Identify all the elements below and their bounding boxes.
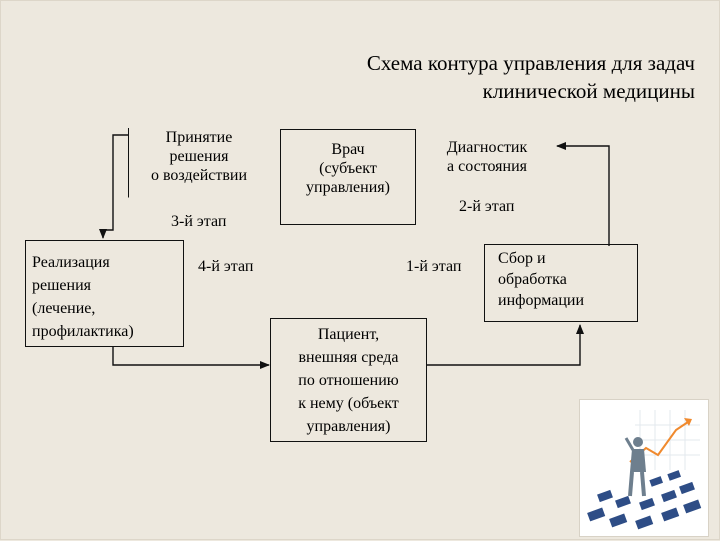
connector-collection-to-diagnostic	[556, 142, 610, 246]
doctor-line-1: Врач	[331, 141, 365, 158]
connector-patient-to-collection	[427, 324, 584, 366]
stage-3-label: 3-й этап	[171, 213, 227, 230]
stage-4-label: 4-й этап	[198, 258, 254, 275]
stage-1-label: 1-й этап	[406, 258, 462, 275]
connector-decision-to-implementation	[99, 134, 128, 239]
patient-line-2: внешняя среда	[298, 349, 399, 366]
implementation-line-4: профилактика)	[32, 323, 134, 340]
diagnostic-box: Диагностик а состояния	[426, 138, 548, 188]
patient-line-3: по отношению	[298, 372, 399, 389]
diagnostic-line-2: а состояния	[446, 158, 528, 175]
patient-box: Пациент, внешняя среда по отношению к не…	[270, 318, 427, 442]
title-line-1: Схема контура управления для задач	[366, 51, 695, 75]
doctor-line-2: (субъект	[319, 160, 377, 177]
collection-line-1: Сбор и	[498, 250, 546, 267]
decision-line-3: о воздействии	[150, 167, 248, 184]
collection-box: Сбор и обработка информации	[484, 244, 638, 322]
patient-line-1: Пациент,	[317, 326, 380, 343]
patient-line-5: управления)	[306, 418, 391, 435]
collection-line-2: обработка	[498, 271, 567, 288]
patient-line-4: к нему (объект	[298, 395, 399, 412]
implementation-line-1: Реализация	[32, 254, 110, 271]
diagnostic-line-1: Диагностик	[446, 139, 528, 156]
stage-2-label: 2-й этап	[459, 198, 515, 215]
implementation-box: Реализация решения (лечение, профилактик…	[25, 240, 184, 347]
doctor-line-3: управления)	[306, 179, 390, 196]
doctor-box: Врач (субъект управления)	[280, 129, 416, 225]
decision-line-2: решения	[169, 148, 229, 165]
implementation-line-2: решения	[32, 277, 92, 294]
implementation-line-3: (лечение,	[32, 300, 96, 317]
business-person-clipart-icon	[579, 399, 709, 537]
title-line-2: клинической медицины	[482, 79, 695, 103]
decision-line-1: Принятие	[165, 129, 233, 146]
decision-box: Принятие решения о воздействии	[128, 128, 270, 198]
connector-implementation-to-patient	[112, 346, 270, 369]
slide-title: Схема контура управления для задач клини…	[251, 49, 695, 105]
collection-line-3: информации	[498, 292, 585, 309]
